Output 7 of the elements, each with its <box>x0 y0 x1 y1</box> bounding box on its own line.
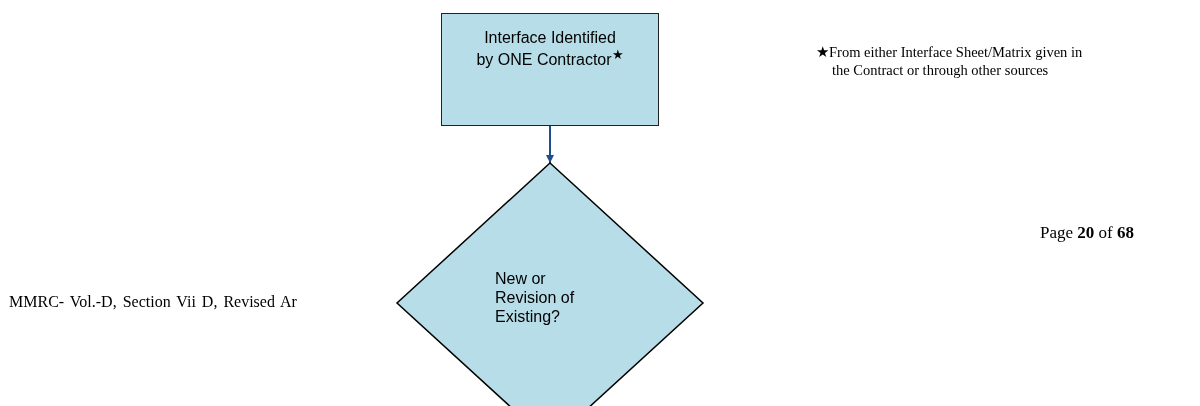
decision-text: New or Revision of Existing? <box>495 269 576 327</box>
arrow <box>546 125 554 164</box>
footnote: ★From either Interface Sheet/Matrix given in the Contract or through other sources <box>816 43 1084 80</box>
process-box <box>441 13 659 126</box>
footer-text: MMRC- Vol.-D, Section Vii D, Revised Ar <box>9 292 297 312</box>
process-text: Interface Identified by ONE Contractor$^{★}$ <box>475 28 625 70</box>
page-number: Page 20 of 68 <box>1040 222 1134 244</box>
